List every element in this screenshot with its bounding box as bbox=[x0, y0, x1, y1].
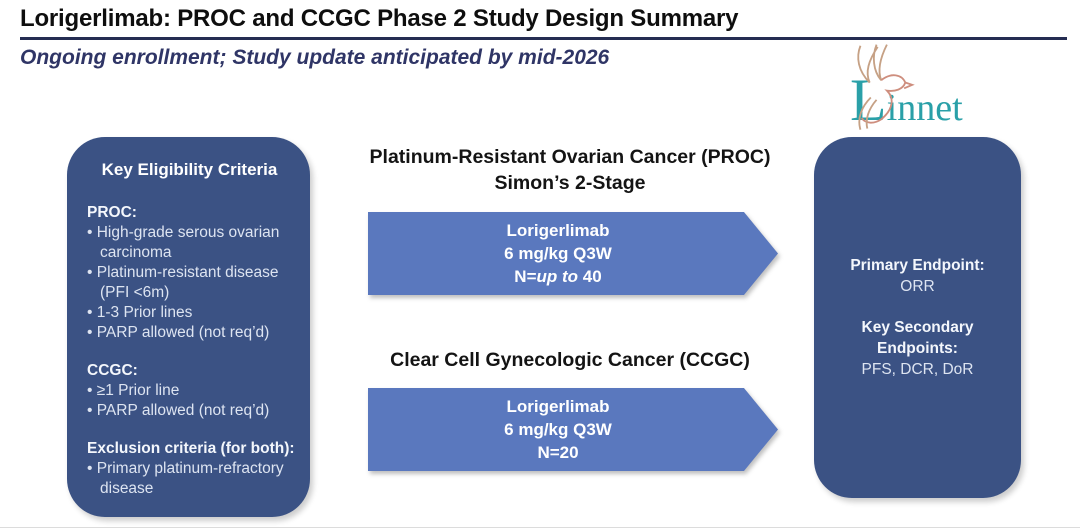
ccgc-study-header: Clear Cell Gynecologic Cancer (CCGC) bbox=[332, 347, 808, 373]
secondary-endpoints-label: Key Secondary Endpoints: bbox=[861, 319, 974, 357]
eligibility-panel: Key Eligibility Criteria PROC: High-grad… bbox=[67, 137, 310, 517]
proc-header-line2: Simon’s 2-Stage bbox=[494, 172, 646, 194]
arm-drug: Lorigerlimab bbox=[506, 221, 610, 240]
list-item: 1-3 Prior lines bbox=[87, 303, 298, 323]
proc-arm-arrow: Lorigerlimab 6 mg/kg Q3W N=up to 40 bbox=[368, 212, 778, 295]
eligibility-section-exclusion: Exclusion criteria (for both): Primary p… bbox=[87, 439, 298, 499]
arm-dose: 6 mg/kg Q3W bbox=[504, 244, 612, 263]
bird-icon bbox=[857, 44, 915, 130]
arm-n: N=up to 40 bbox=[514, 265, 601, 288]
eligibility-section-proc: PROC: High-grade serous ovarian carcinom… bbox=[87, 203, 298, 343]
eligibility-section-ccgc: CCGC: ≥1 Prior line PARP allowed (not re… bbox=[87, 361, 298, 421]
ccgc-arm-arrow: Lorigerlimab 6 mg/kg Q3W N=20 bbox=[368, 388, 778, 471]
list-item: High-grade serous ovarian carcinoma bbox=[87, 223, 298, 263]
section-items: ≥1 Prior line PARP allowed (not req’d) bbox=[87, 381, 298, 421]
page-title: Lorigerlimab: PROC and CCGC Phase 2 Stud… bbox=[20, 5, 739, 32]
list-item: PARP allowed (not req’d) bbox=[87, 401, 298, 421]
proc-header-line1: Platinum-Resistant Ovarian Cancer (PROC) bbox=[369, 146, 771, 168]
section-label: PROC: bbox=[87, 204, 137, 221]
n-suffix: 40 bbox=[578, 267, 602, 286]
section-label: CCGC: bbox=[87, 362, 138, 379]
list-item: PARP allowed (not req’d) bbox=[87, 323, 298, 343]
arm-drug: Lorigerlimab bbox=[506, 397, 610, 416]
ccgc-header-line1: Clear Cell Gynecologic Cancer (CCGC) bbox=[390, 349, 750, 371]
section-items: Primary platinum-refractory disease bbox=[87, 459, 298, 499]
n-prefix: N= bbox=[514, 267, 537, 286]
linnet-logo: Linnet bbox=[842, 40, 1007, 135]
arm-n: N=20 bbox=[537, 441, 578, 464]
list-item: Platinum-resistant disease (PFI <6m) bbox=[87, 263, 298, 303]
list-item: Primary platinum-refractory disease bbox=[87, 459, 298, 499]
n-prefix: N=20 bbox=[537, 443, 579, 462]
section-label: Exclusion criteria (for both): bbox=[87, 440, 295, 457]
endpoints-panel: Primary Endpoint: ORR Key Secondary Endp… bbox=[814, 137, 1021, 498]
primary-endpoint-value: ORR bbox=[900, 278, 935, 295]
arm-dose: 6 mg/kg Q3W bbox=[504, 420, 612, 439]
title-divider bbox=[20, 37, 1067, 40]
n-italic: up to bbox=[536, 267, 579, 286]
secondary-endpoints-value: PFS, DCR, DoR bbox=[861, 361, 974, 378]
eligibility-heading: Key Eligibility Criteria bbox=[101, 160, 278, 179]
proc-study-header: Platinum-Resistant Ovarian Cancer (PROC)… bbox=[332, 144, 808, 196]
arrow-shape: Lorigerlimab 6 mg/kg Q3W N=up to 40 bbox=[368, 212, 778, 295]
section-items: High-grade serous ovarian carcinoma Plat… bbox=[87, 223, 298, 343]
primary-endpoint-label: Primary Endpoint: bbox=[850, 257, 985, 274]
subtitle: Ongoing enrollment; Study update anticip… bbox=[20, 46, 610, 69]
list-item: ≥1 Prior line bbox=[87, 381, 298, 401]
arrow-shape: Lorigerlimab 6 mg/kg Q3W N=20 bbox=[368, 388, 778, 471]
